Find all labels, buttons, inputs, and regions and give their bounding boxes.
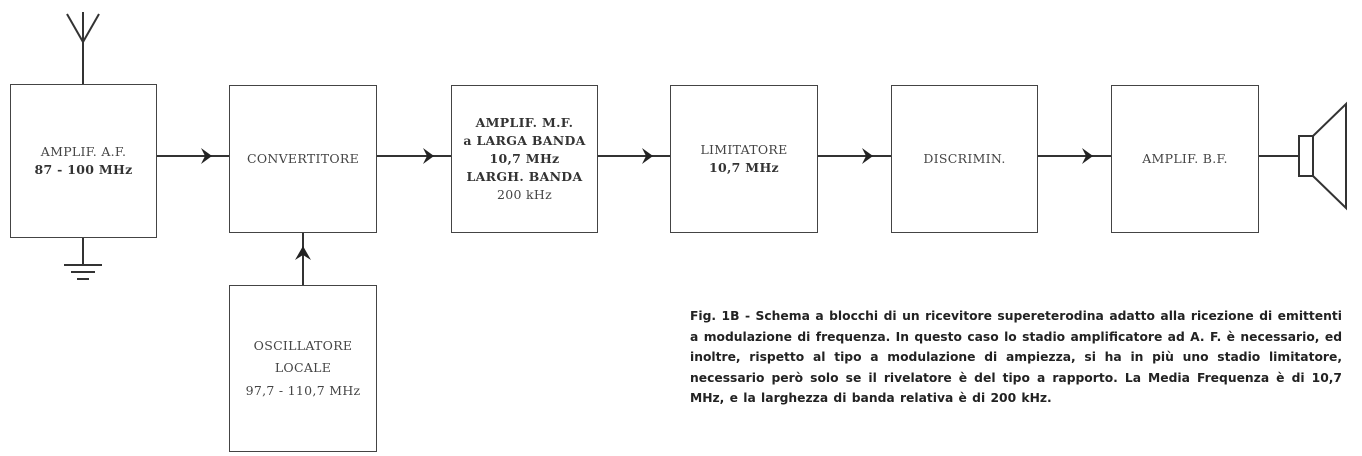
block-label: 97,7 - 110,7 MHz [245, 382, 361, 398]
ground-icon [64, 238, 102, 280]
block-af-amplifier: AMPLIF. B.F. [1111, 85, 1259, 233]
block-label: DISCRIMIN. [923, 150, 1006, 166]
block-label: AMPLIF. B.F. [1142, 150, 1228, 166]
block-label: 87 - 100 MHz [34, 162, 133, 177]
block-converter: CONVERTITORE [229, 85, 377, 233]
arrow-icon [862, 148, 873, 164]
block-if-amplifier: AMPLIF. M.F. a LARGA BANDA 10,7 MHz LARG… [451, 85, 598, 233]
arrow-icon [295, 246, 311, 260]
figure-caption: Fig. 1B - Schema a blocchi di un ricevit… [690, 309, 1342, 405]
arrow-icon [201, 148, 212, 164]
arrow-icon [423, 148, 434, 164]
block-label: AMPLIF. A.F. [40, 143, 127, 159]
block-label: 200 kHz [497, 187, 552, 203]
block-label: 10,7 MHz [709, 160, 779, 175]
arrow-icon [642, 148, 653, 164]
block-label: CONVERTITORE [246, 150, 360, 166]
block-label: 10,7 MHz [489, 150, 560, 166]
antenna-icon [66, 12, 100, 84]
arrow-icon [1082, 148, 1093, 164]
block-local-oscillator: OSCILLATORE LOCALE 97,7 - 110,7 MHz [229, 285, 377, 452]
block-limiter: LIMITATORE 10,7 MHz [670, 85, 818, 233]
block-label: a LARGA BANDA [463, 132, 586, 148]
block-label: LOCALE [274, 360, 332, 376]
block-label: AMPLIF. M.F. [475, 114, 574, 130]
block-rf-amplifier: AMPLIF. A.F. 87 - 100 MHz [10, 84, 157, 238]
block-label: LIMITATORE [700, 141, 788, 157]
block-label: LARGH. BANDA [466, 169, 583, 185]
block-label: OSCILLATORE [253, 338, 353, 354]
block-discriminator: DISCRIMIN. [891, 85, 1038, 233]
speaker-icon [1298, 101, 1347, 211]
